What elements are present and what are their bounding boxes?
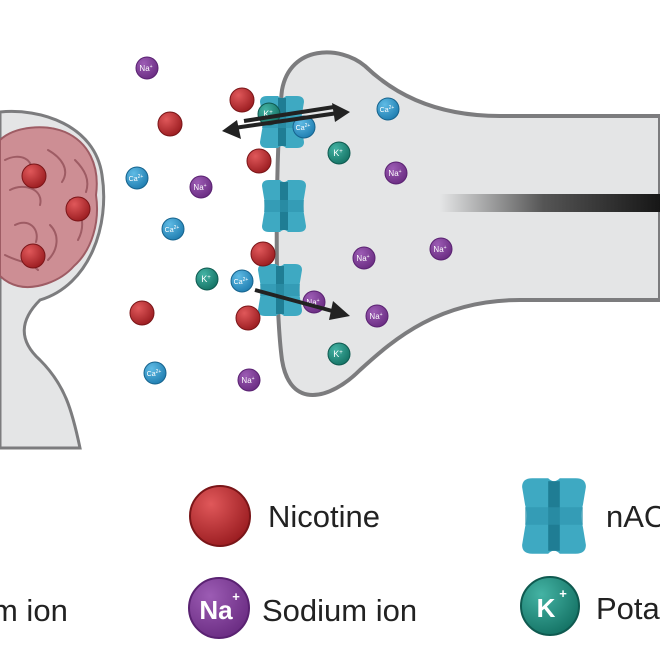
na-ion: Na+: [365, 304, 389, 328]
nicotine-molecule: [250, 241, 276, 267]
na-ion: Na+: [237, 368, 261, 392]
na-ion-label: Na+: [369, 312, 382, 321]
nicotine-molecule: [235, 305, 261, 331]
ca-ion: Ca2+: [230, 269, 254, 293]
svg-text:Na: Na: [199, 595, 233, 625]
svg-text:+: +: [559, 586, 567, 601]
ca-ion: Ca2+: [376, 97, 400, 121]
na-ion-label: Na+: [193, 183, 206, 192]
ca-ion-label: Ca2+: [129, 174, 144, 183]
svg-text:K: K: [537, 593, 556, 623]
nicotine-molecule: [129, 300, 155, 326]
nicotine-molecule: [229, 87, 255, 113]
k-ion: K+: [327, 141, 351, 165]
k-ion-label: K+: [333, 349, 343, 359]
k-ion: K+: [327, 342, 351, 366]
k-ion-label: K+: [263, 109, 273, 119]
nicotine-molecule-icon: [189, 485, 251, 547]
na-ion-label: Na+: [241, 376, 254, 385]
potassium-ion-legend-icon: K +: [520, 576, 580, 636]
na-ion: Na+: [189, 175, 213, 199]
na-ion: Na+: [135, 56, 159, 80]
legend-nicotine-label: Nicotine: [268, 499, 380, 534]
k-ion: K+: [195, 267, 219, 291]
axon-gradient-icon: [440, 194, 660, 212]
ion-flow-arrows: [222, 103, 350, 320]
ca-ion-label: Ca2+: [234, 277, 249, 286]
ca-ion: Ca2+: [161, 217, 185, 241]
ca-ion-label: Ca2+: [147, 369, 162, 378]
legend: m ion Nicotine nAC Na + Sodium ion K + P…: [0, 478, 660, 639]
na-ion: Na+: [384, 161, 408, 185]
nicotine-molecule: [157, 111, 183, 137]
na-ion: Na+: [429, 237, 453, 261]
legend-potassium-label: Pota: [596, 591, 660, 626]
na-ion-label: Na+: [388, 169, 401, 178]
legend-calcium-label: m ion: [0, 593, 68, 628]
k-ion-label: K+: [201, 274, 211, 284]
ca-ion-label: Ca2+: [380, 105, 395, 114]
nachr-receptor-middle: [262, 180, 306, 232]
ca-ion-label: Ca2+: [165, 225, 180, 234]
brain-icon: [0, 126, 98, 288]
ion-layer: Na+ Na+ Na+ Na+ Na+ Na+ Na+ Na+ Ca2+ Ca2+ Ca2+ Ca2+…: [125, 56, 453, 392]
ca-ion: Ca2+: [292, 115, 316, 139]
nicotine-molecule: [246, 148, 272, 174]
legend-sodium-label: Sodium ion: [262, 593, 417, 628]
ca-ion: Ca2+: [143, 361, 167, 385]
ca-ion-label: Ca2+: [296, 123, 311, 132]
na-ion-label: Na+: [306, 298, 319, 307]
na-ion: Na+: [352, 246, 376, 270]
nachr-receptor-icon: [522, 478, 586, 554]
na-ion-label: Na+: [356, 254, 369, 263]
ca-ion: Ca2+: [125, 166, 149, 190]
svg-text:+: +: [232, 589, 240, 604]
na-ion-label: Na+: [433, 245, 446, 254]
nachr-receptor-bottom: [258, 264, 302, 316]
sodium-ion-legend-icon: Na +: [188, 577, 250, 639]
legend-receptor-label: nAC: [606, 499, 660, 534]
k-ion-label: K+: [333, 148, 343, 158]
na-ion-label: Na+: [139, 64, 152, 73]
